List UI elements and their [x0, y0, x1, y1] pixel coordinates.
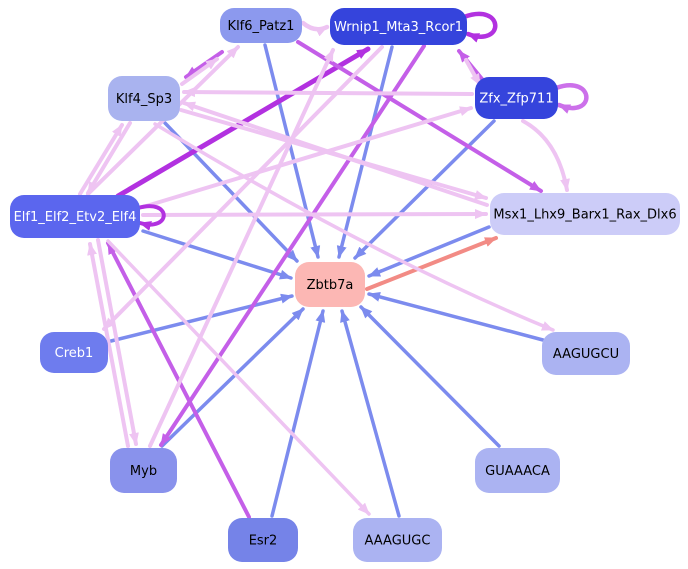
node-GUAAACA[interactable]: GUAAACA	[475, 448, 560, 493]
node-Elf1_Elf2_Etv2_Elf4[interactable]: Elf1_Elf2_Etv2_Elf4	[10, 195, 140, 238]
node-shape-Esr2[interactable]	[228, 518, 298, 562]
node-Creb1[interactable]: Creb1	[40, 332, 108, 373]
node-shape-Zbtb7a[interactable]	[295, 262, 365, 307]
edge-AAGUGCU-to-Zbtb7a	[367, 291, 545, 342]
node-shape-Klf6_Patz1[interactable]	[220, 8, 302, 43]
node-shape-AAAGUGC[interactable]	[353, 518, 442, 562]
edge-GUAAACA-to-Zbtb7a	[359, 305, 501, 448]
edge-Klf4_Sp3-to-Klf6_Patz1	[180, 57, 219, 86]
node-Zfx_Zfp711[interactable]: Zfx_Zfp711	[475, 77, 558, 119]
node-shape-Klf4_Sp3[interactable]	[108, 76, 180, 121]
edge-Zfx_Zfp711-to-Zbtb7a	[353, 119, 496, 260]
edge-Elf1_Elf2_Etv2_Elf4-to-AAAGUGC	[106, 239, 371, 516]
node-shape-Elf1_Elf2_Etv2_Elf4[interactable]	[10, 195, 140, 238]
edge-AAAGUGC-to-Zbtb7a	[340, 309, 401, 518]
edge-Zbtb7a-to-Msx1_Lhx9_Barx1_Rax_Dlx6	[365, 236, 498, 291]
edge-Myb-to-Elf1_Elf2_Etv2_Elf4	[87, 242, 130, 448]
node-AAAGUGC[interactable]: AAAGUGC	[353, 518, 442, 562]
edge-Elf1_Elf2_Etv2_Elf4-to-Zbtb7a	[141, 229, 293, 280]
edge-Msx1_Lhx9_Barx1_Rax_Dlx6-to-Zbtb7a	[367, 225, 491, 278]
edge-Klf4_Sp3-to-Zbtb7a	[163, 121, 299, 263]
edge-Esr2-to-Zbtb7a	[270, 309, 326, 518]
edge-Zfx_Zfp711-to-Klf4_Sp3	[182, 87, 474, 98]
node-shape-Myb[interactable]	[110, 448, 177, 493]
self-loop-Zfx_Zfp711	[553, 83, 589, 114]
edge-Klf4_Sp3-to-AAGUGCU	[153, 122, 555, 332]
edge-Wrnip1_Mta3_Rcor1-to-Myb	[159, 44, 426, 447]
edge-Msx1_Lhx9_Barx1_Rax_Dlx6-to-Klf4_Sp3	[182, 101, 489, 207]
edge-Klf6_Patz1-to-Wrnip1_Mta3_Rcor1	[300, 20, 330, 37]
edge-Myb-to-Wrnip1_Mta3_Rcor1	[148, 48, 335, 448]
node-shape-GUAAACA[interactable]	[475, 448, 560, 493]
node-Klf4_Sp3[interactable]: Klf4_Sp3	[108, 76, 180, 121]
edge-Klf4_Sp3-to-Elf1_Elf2_Etv2_Elf4	[86, 121, 132, 195]
node-Klf6_Patz1[interactable]: Klf6_Patz1	[220, 8, 302, 43]
node-Myb[interactable]: Myb	[110, 448, 177, 493]
self-loop-Wrnip1_Mta3_Rcor1	[461, 11, 498, 43]
node-Wrnip1_Mta3_Rcor1[interactable]: Wrnip1_Mta3_Rcor1	[330, 8, 467, 45]
node-shape-Creb1[interactable]	[40, 332, 108, 373]
node-Msx1_Lhx9_Barx1_Rax_Dlx6[interactable]: Msx1_Lhx9_Barx1_Rax_Dlx6	[490, 193, 680, 235]
edge-Creb1-to-Zbtb7a	[109, 293, 294, 343]
node-shape-AAGUGCU[interactable]	[542, 332, 630, 375]
edge-Klf6_Patz1-to-Msx1_Lhx9_Barx1_Rax_Dlx6	[296, 40, 543, 193]
node-AAGUGCU[interactable]: AAGUGCU	[542, 332, 630, 375]
node-Esr2[interactable]: Esr2	[228, 518, 298, 562]
edge-Klf6_Patz1-to-Zbtb7a	[263, 43, 321, 259]
node-shape-Msx1_Lhx9_Barx1_Rax_Dlx6[interactable]	[490, 193, 680, 235]
node-Zbtb7a[interactable]: Zbtb7a	[295, 262, 365, 307]
node-shape-Zfx_Zfp711[interactable]	[475, 77, 558, 119]
edge-Elf1_Elf2_Etv2_Elf4-to-Klf4_Sp3	[78, 123, 124, 196]
self-loop-Elf1_Elf2_Etv2_Elf4	[136, 204, 166, 231]
node-shape-Wrnip1_Mta3_Rcor1[interactable]	[330, 8, 467, 45]
edge-Wrnip1_Mta3_Rcor1-to-Zbtb7a	[336, 45, 394, 259]
edge-Zfx_Zfp711-to-Msx1_Lhx9_Barx1_Rax_Dlx6	[521, 119, 570, 192]
edge-Myb-to-Zbtb7a	[160, 307, 305, 448]
edge-Wrnip1_Mta3_Rcor1-to-Zfx_Zfp711	[464, 58, 482, 87]
edge-Elf1_Elf2_Etv2_Elf4-to-Myb	[96, 238, 139, 446]
edge-Klf6_Patz1-to-Klf4_Sp3	[184, 50, 224, 79]
edge-Elf1_Elf2_Etv2_Elf4-to-Zfx_Zfp711	[141, 106, 473, 209]
